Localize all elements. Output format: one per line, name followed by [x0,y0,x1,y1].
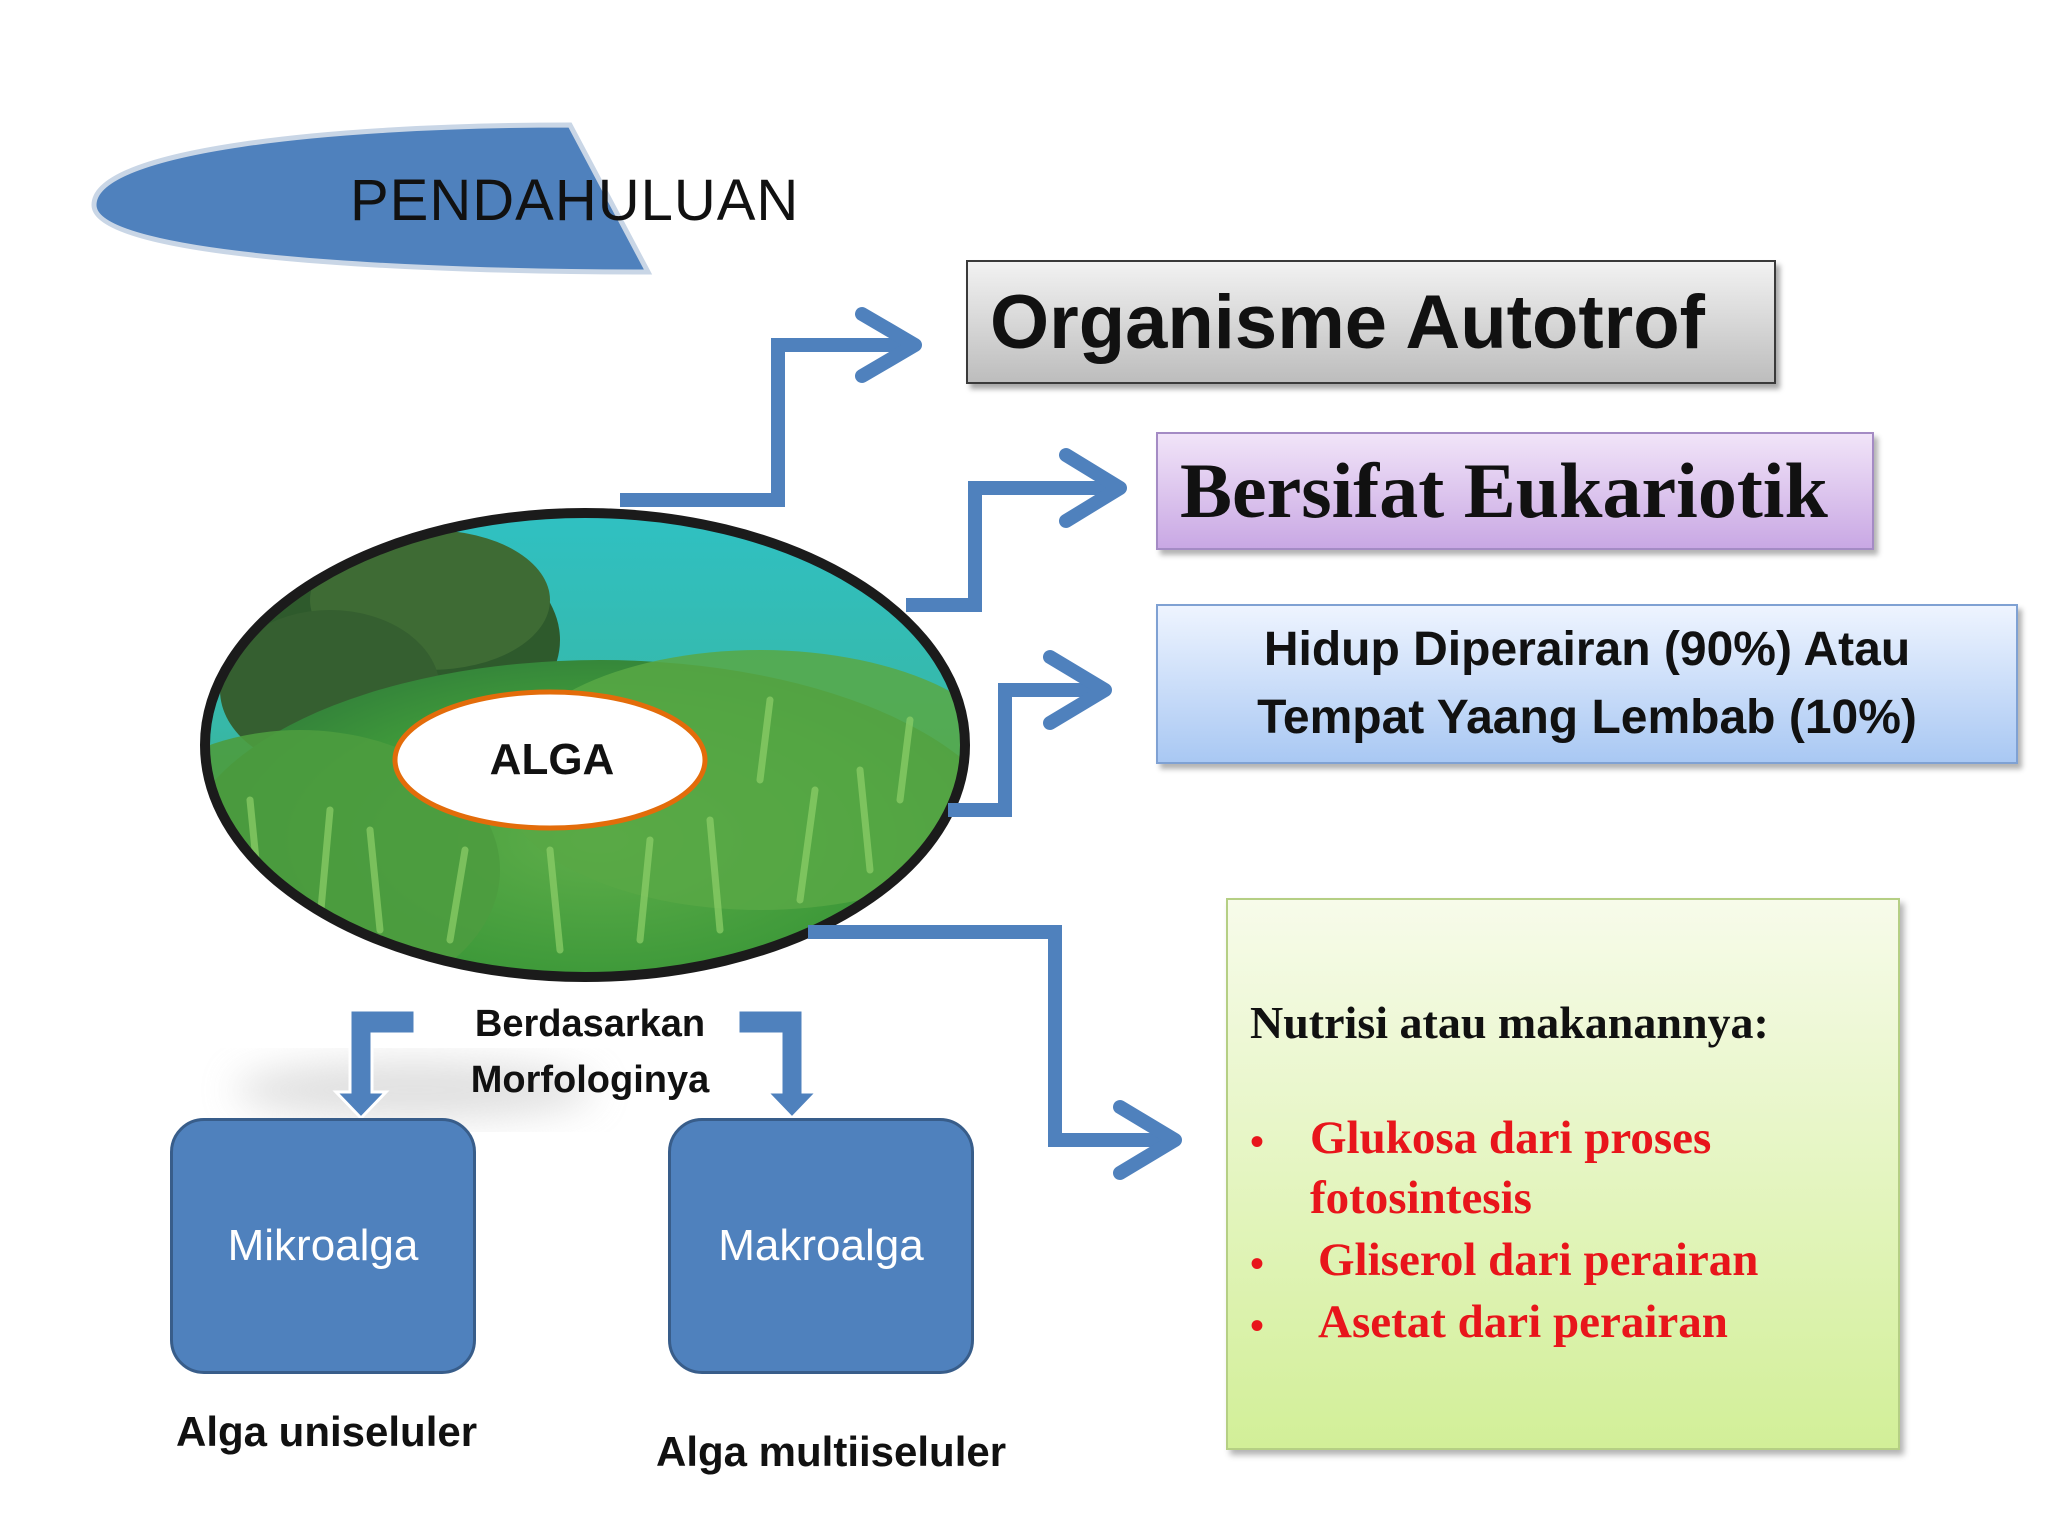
page-title: PENDAHULUAN [350,167,800,233]
alga-label: ALGA [489,735,615,784]
bersifat-eukariotik-box: Bersifat Eukariotik [1156,432,1874,550]
bullet-icon: • [1250,1303,1265,1348]
habitat-box: Hidup Diperairan (90%) Atau Tempat Yaang… [1156,604,2018,764]
makroalga-label: Makroalga [718,1221,924,1270]
multiseluler-caption: Alga multiiseluler [656,1428,1007,1475]
makroalga-box: Makroalga [668,1118,974,1374]
habitat-line-2: Tempat Yaang Lembab (10%) [1257,691,1917,744]
nutrisi-heading: Nutrisi atau makanannya: [1250,997,1769,1048]
habitat-line-1: Hidup Diperairan (90%) Atau [1263,623,1911,676]
title-banner [91,122,653,275]
morfologi-line-1: Berdasarkan [474,1003,706,1045]
organisme-autotrof-box: Organisme Autotrof [966,260,1776,384]
morfologi-label: Berdasarkan Morfologinya [440,996,740,1106]
mikroalga-box: Mikroalga [170,1118,476,1374]
organisme-autotrof-label: Organisme Autotrof [990,279,1705,365]
alga-center-oval [392,689,708,831]
down-arrow-icon [332,1008,821,1121]
bersifat-eukariotik-label: Bersifat Eukariotik [1180,447,1828,534]
mikroalga-label: Mikroalga [227,1221,419,1270]
bullet-icon: • [1250,1119,1265,1164]
uniseluler-caption: Alga uniseluler [176,1408,478,1455]
nutrisi-item: Asetat dari perairan [1318,1296,1728,1348]
nutrisi-item: Gliserol dari perairan [1318,1234,1759,1286]
nutrisi-item: Glukosa dari proses [1310,1112,1712,1164]
nutrisi-box: Nutrisi atau makanannya: • Glukosa dari … [1226,898,1900,1450]
bent-arrow-icon [620,307,1182,1180]
morfologi-line-2: Morfologinya [470,1059,710,1101]
nutrisi-item: fotosintesis [1310,1172,1532,1224]
bullet-icon: • [1250,1241,1265,1286]
shadow [235,1060,595,1120]
